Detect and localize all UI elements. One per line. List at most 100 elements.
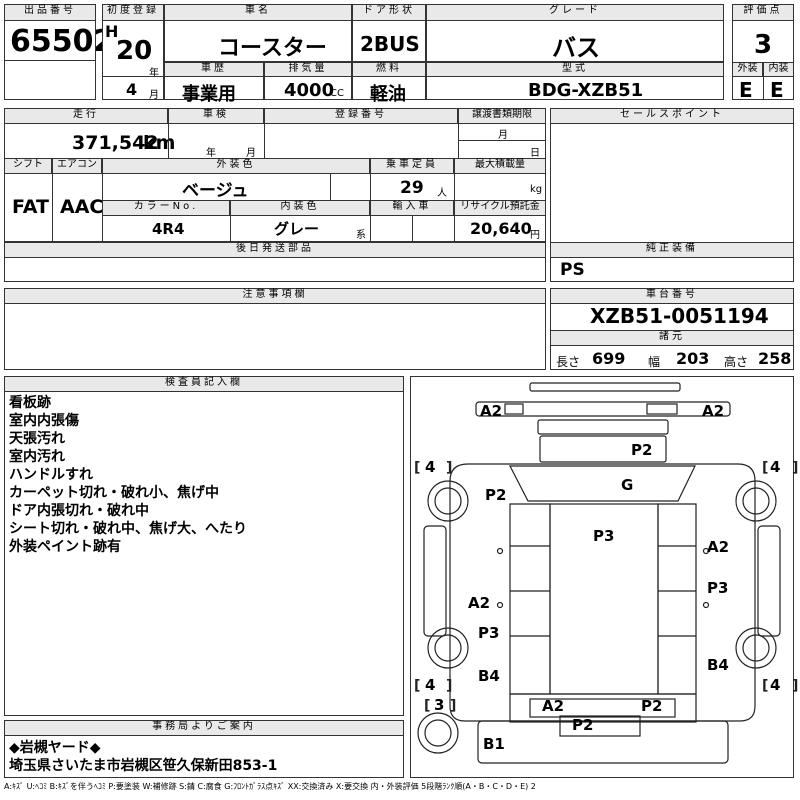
svg-text:]: ] — [446, 460, 452, 476]
mark-left-mid: A2 — [468, 594, 491, 612]
mark-rear-bumper: B1 — [483, 735, 505, 753]
spare-tire: 3 — [434, 696, 445, 714]
equipment-label: 純正装備 — [550, 242, 794, 258]
sales-point-label: セールスポイント — [550, 108, 794, 124]
mark-rear-center: P2 — [572, 716, 594, 734]
mileage-label: 走行 — [4, 108, 168, 124]
mark-right-front: A2 — [707, 538, 730, 556]
mark-right-rear-wheel: B4 — [707, 656, 729, 674]
exterior-label: 外装 — [732, 62, 763, 77]
lot-label: 出品番号 — [4, 4, 96, 21]
caution-label: 注意事項欄 — [4, 288, 546, 304]
mark-front-left: A2 — [480, 402, 503, 420]
int-color-unit: 系 — [356, 230, 366, 241]
lot-number: 65502 — [10, 24, 115, 59]
inspection-month-unit: 月 — [246, 148, 256, 159]
mileage: 371,542 — [72, 132, 159, 154]
svg-text:[: [ — [762, 460, 768, 476]
int-color: グレー — [274, 220, 320, 238]
color-no: 4R4 — [152, 220, 185, 238]
svg-text:[: [ — [414, 460, 420, 476]
color-no-label: カラーNo. — [102, 200, 230, 216]
inspector-note: 天張汚れ — [9, 431, 65, 447]
int-color-label: 内装色 — [230, 200, 370, 216]
inspector-note: ハンドルすれ — [9, 467, 93, 483]
transfer-day-unit: 日 — [530, 148, 540, 159]
mark-rear-right: P2 — [641, 697, 663, 715]
displacement-unit: CC — [330, 88, 344, 99]
inspector-note: 看板跡 — [9, 395, 51, 411]
mark-roof: P3 — [593, 527, 615, 545]
mark-left-front-door: P2 — [485, 486, 507, 504]
inspector-note: 室内内張傷 — [9, 413, 79, 429]
history-label: 車歴 — [164, 62, 264, 77]
inspector-note: カーペット切れ・破れ小、焦げ中 — [9, 485, 219, 501]
chassis-label: 車台番号 — [550, 288, 794, 304]
mark-rear-left: A2 — [542, 697, 565, 715]
recycle-unit: 円 — [530, 230, 540, 241]
door-type: 2BUS — [360, 32, 420, 56]
mark-front-right: A2 — [702, 402, 725, 420]
reg-no-label: 登録番号 — [264, 108, 458, 124]
fuel: 軽油 — [370, 84, 406, 105]
capacity-label: 乗車定員 — [370, 158, 454, 174]
svg-text:]: ] — [446, 678, 452, 694]
mark-windshield: G — [621, 476, 634, 494]
office-line-1: ◆岩槻ヤード◆ — [9, 740, 101, 756]
height: 258 — [758, 349, 792, 368]
year-unit: 年 — [149, 68, 159, 79]
capacity: 29 — [400, 178, 424, 198]
grade: バス — [552, 34, 600, 62]
model: BDG-XZB51 — [528, 80, 644, 101]
load-label: 最大積載量 — [454, 158, 546, 174]
tire-fr: 4 — [770, 458, 781, 476]
width-label: 幅 — [648, 355, 661, 369]
length: 699 — [592, 349, 626, 368]
model-label: 型式 — [426, 62, 724, 77]
svg-text:]: ] — [792, 678, 798, 694]
score-label: 評価点 — [732, 4, 794, 21]
transfer-label: 譲渡書類期限 — [458, 108, 546, 124]
recycle-label: リサイクル預託金 — [454, 200, 546, 216]
mileage-unit: km — [143, 132, 176, 154]
mark-hood: P2 — [631, 441, 653, 459]
history: 事業用 — [182, 84, 236, 105]
diagram-box — [410, 376, 794, 778]
inspector-notes: 看板跡 室内内張傷 天張汚れ 室内汚れ ハンドルすれ カーペット切れ・破れ小、焦… — [9, 394, 247, 556]
recycle: 20,640 — [470, 219, 532, 238]
width: 203 — [676, 349, 710, 368]
shift: FAT — [12, 196, 49, 218]
svg-text:[: [ — [762, 678, 768, 694]
spec-block — [4, 108, 546, 242]
inspector-note: 外装ペイント跡有 — [9, 539, 121, 555]
load-unit: kg — [530, 184, 543, 195]
first-reg-label: 初度登録 — [102, 4, 164, 21]
mark-right-mid: P3 — [707, 579, 729, 597]
svg-text:]: ] — [450, 698, 456, 714]
inspection-year-unit: 年 — [206, 148, 216, 159]
ext-color: ベージュ — [182, 181, 249, 201]
door-label: ドア形状 — [352, 4, 426, 21]
legend: A:ｷｽﾞ U:ﾍｺﾐ B:ｷｽﾞを伴うﾍｺﾐ P:要塗装 W:補修跡 S:錆 … — [4, 782, 536, 791]
tire-rr: 4 — [770, 676, 781, 694]
office-label: 事務局よりご案内 — [4, 720, 404, 736]
office-line-2: 埼玉県さいたま市岩槻区笹久保新田853-1 — [9, 758, 278, 774]
reg-month: 4 — [126, 80, 138, 99]
length-label: 長さ — [556, 355, 581, 369]
inspection-label: 車検 — [168, 108, 264, 124]
mark-left-rear: P3 — [478, 624, 500, 642]
transfer-month-unit: 月 — [498, 130, 508, 141]
inspector-note: ドア内張切れ・破れ中 — [9, 503, 149, 519]
svg-text:[: [ — [414, 678, 420, 694]
month-unit: 月 — [149, 90, 159, 101]
svg-text:]: ] — [792, 460, 798, 476]
car-name: コースター — [218, 36, 327, 61]
chassis: XZB51-0051194 — [590, 304, 769, 328]
import-label: 輸入車 — [370, 200, 454, 216]
tire-rl: 4 — [425, 676, 436, 694]
displacement-label: 排気量 — [264, 62, 352, 77]
later-parts-label: 後日発送部品 — [4, 242, 546, 258]
grade-label: グレード — [426, 4, 724, 21]
inspector-note: 室内汚れ — [9, 449, 65, 465]
ac: AAC — [60, 196, 104, 218]
